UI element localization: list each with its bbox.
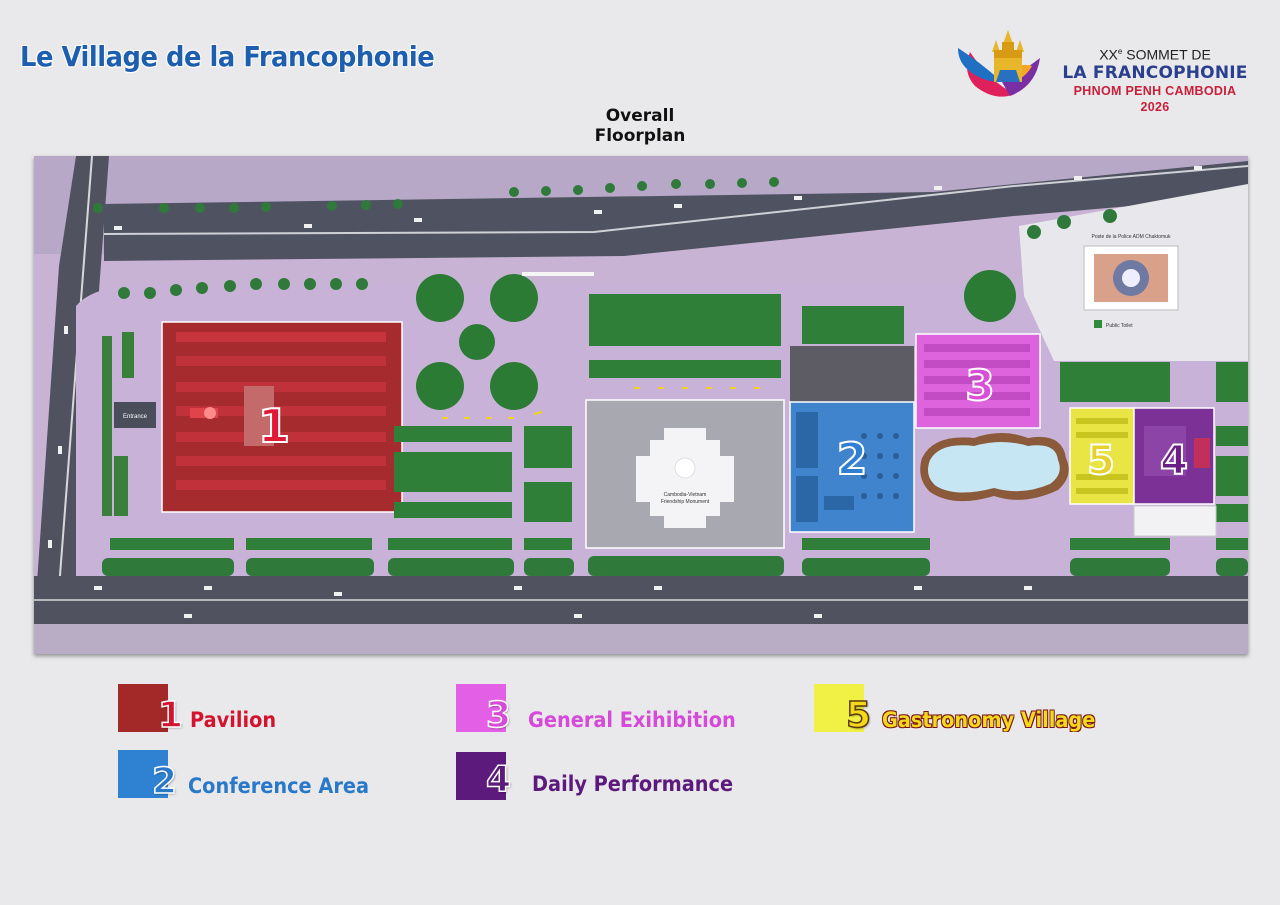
legend-item-conference-area: 2 Conference Area xyxy=(118,750,378,806)
entrance-label: Entrance xyxy=(123,414,148,420)
legend-label-1: Pavilion xyxy=(190,708,277,732)
legend-item-gastronomy-village: 5 Gastronomy Village xyxy=(814,684,1114,740)
legend-item-pavilion: 1 Pavilion xyxy=(118,684,318,740)
monument-label-line2: Friendship Monument xyxy=(661,499,710,505)
summit-name: LA FRANCOPHONIE xyxy=(1062,62,1248,83)
zone-1-number: 1 xyxy=(258,399,290,453)
page-title: Le Village de la Francophonie xyxy=(20,40,435,73)
legend-item-daily-performance: 4 Daily Performance xyxy=(456,752,746,808)
zone-2-conference-area[interactable]: 2 xyxy=(789,401,915,533)
legend-number-2: 2 xyxy=(151,761,178,803)
legend-number-3: 3 xyxy=(485,695,512,737)
legend-label-3: General Exihibition xyxy=(528,708,736,732)
summit-edition: XXe SOMMET DE xyxy=(1099,46,1211,63)
zone-2-number: 2 xyxy=(837,434,868,485)
legend-label-2: Conference Area xyxy=(188,774,370,798)
toilet-label: Public Toilet xyxy=(1106,323,1133,329)
friendship-monument: Cambodia-Vietnam Friendship Monument xyxy=(585,399,785,549)
map-subtitle: Overall Floorplan xyxy=(594,106,686,146)
legend-label-5: Gastronomy Village xyxy=(882,708,1096,732)
summit-location: PHNOM PENH CAMBODIA 2026 xyxy=(1073,83,1237,114)
legend-number-5: 5 xyxy=(845,695,872,737)
legend-swatch-4 xyxy=(456,752,506,800)
dove-temple-emblem-icon xyxy=(958,30,1040,97)
left-road xyxy=(34,156,109,654)
summit-logo-text: XXe SOMMET DE LA FRANCOPHONIE PHNOM PENH… xyxy=(1060,44,1250,115)
zone-5-gastronomy-village[interactable]: 5 xyxy=(1069,407,1135,505)
summit-logo xyxy=(950,22,1250,112)
legend-number-4: 4 xyxy=(485,759,512,801)
legend-swatch-5 xyxy=(814,684,864,732)
zone-4-daily-performance[interactable]: 4 xyxy=(1133,407,1215,505)
zone-4-number: 4 xyxy=(1160,438,1188,484)
police-post-label: Poste de la Police ADM Chaktomuk xyxy=(1092,234,1171,240)
legend-swatch-2 xyxy=(118,750,168,798)
legend-label-4: Daily Performance xyxy=(532,772,734,796)
zone-5-number: 5 xyxy=(1087,438,1115,484)
legend-number-1: 1 xyxy=(157,695,184,737)
floorplan-map: Poste de la Police ADM Chaktomuk Public … xyxy=(34,155,1249,655)
zone-1-pavilion[interactable]: 1 xyxy=(161,321,403,513)
legend-swatch-1 xyxy=(118,684,168,732)
garden xyxy=(416,270,1016,410)
floorplan-svg: Poste de la Police ADM Chaktomuk Public … xyxy=(34,155,1249,655)
legend-swatch-3 xyxy=(456,684,506,732)
legend-item-general-exhibition: 3 General Exihibition xyxy=(456,684,746,740)
entrance-gate xyxy=(114,402,156,428)
zone-3-general-exhibition[interactable]: 3 xyxy=(915,333,1041,429)
monument-label-line1: Cambodia-Vietnam xyxy=(664,492,707,498)
top-road xyxy=(104,161,1248,261)
zone-3-number: 3 xyxy=(965,361,994,410)
